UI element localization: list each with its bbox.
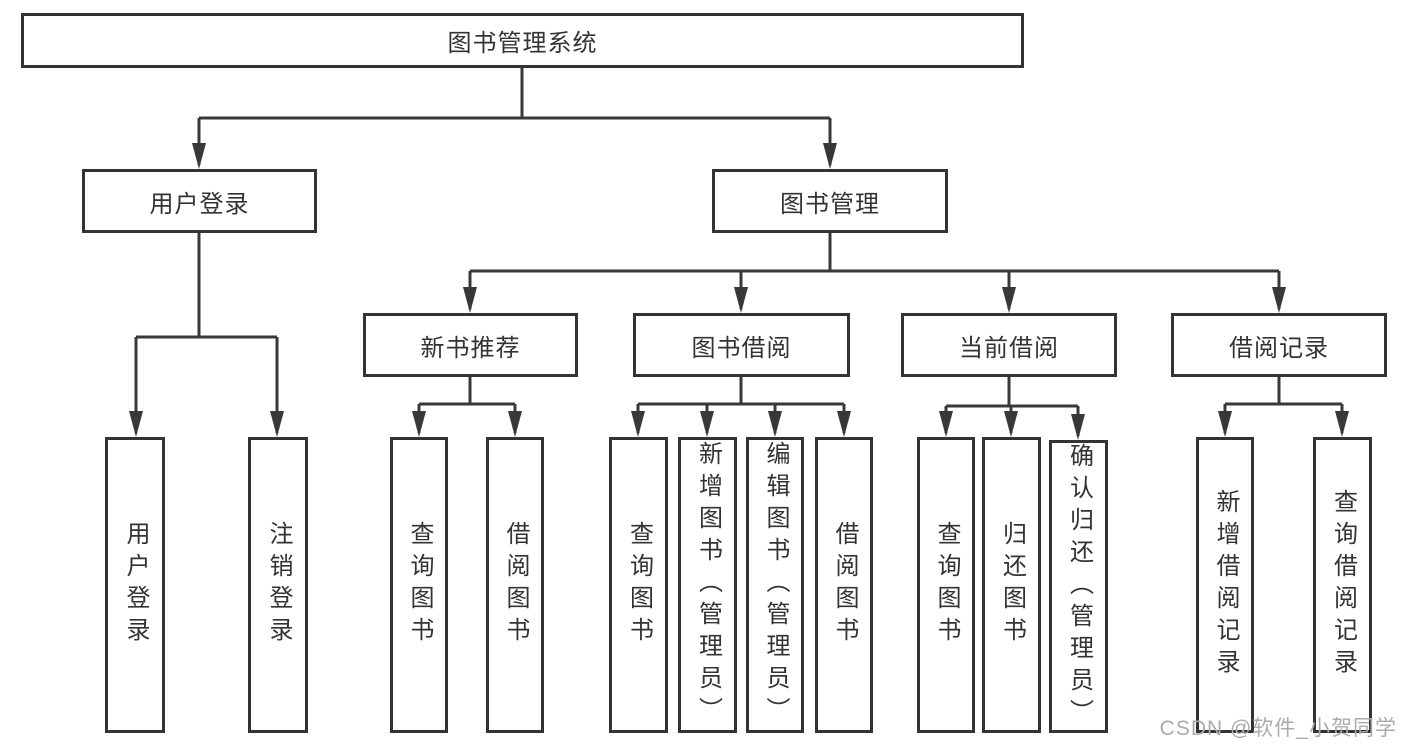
node-label: 图书管理 (780, 190, 880, 218)
connector-path (197, 68, 832, 165)
arrowhead-icon (1004, 411, 1018, 437)
node-leaf-borrow-book-a: 借阅图书 (486, 437, 544, 733)
connector-path (1223, 377, 1344, 433)
arrowhead-icon (837, 411, 851, 437)
node-label: 查询图书 (933, 521, 960, 649)
node-label: 确认归还（管理员） (1065, 443, 1093, 731)
connector-path (636, 377, 846, 433)
node-leaf-borrow-book-b: 借阅图书 (815, 437, 873, 733)
node-label: 借阅记录 (1229, 334, 1329, 362)
arrowhead-icon (734, 287, 748, 313)
node-current-borrow: 当前借阅 (901, 313, 1117, 377)
arrowhead-icon (463, 287, 477, 313)
node-leaf-logout: 注销登录 (248, 437, 308, 733)
watermark-text: CSDN @软件_小贺同学 (1159, 717, 1397, 740)
node-label: 查询借阅记录 (1329, 489, 1357, 681)
node-leaf-add-book: 新增图书（管理员） (678, 437, 737, 733)
node-book-borrow: 图书借阅 (633, 313, 850, 377)
node-leaf-user-login: 用户登录 (105, 437, 165, 733)
node-new-book-recommend: 新书推荐 (363, 313, 578, 377)
node-leaf-add-record: 新增借阅记录 (1196, 437, 1254, 733)
node-label: 借阅图书 (502, 521, 529, 649)
node-leaf-query-book-c: 查询图书 (917, 437, 975, 733)
arrowhead-icon (939, 411, 953, 437)
arrowhead-icon (631, 411, 645, 437)
node-user-login: 用户登录 (82, 169, 317, 233)
arrowhead-icon (1272, 287, 1286, 313)
node-leaf-confirm-return: 确认归还（管理员） (1049, 440, 1108, 733)
arrowhead-icon (412, 411, 426, 437)
node-label: 新书推荐 (420, 334, 521, 362)
node-root: 图书管理系统 (21, 13, 1024, 68)
node-label: 注销登录 (265, 521, 292, 649)
arrowhead-icon (129, 411, 143, 437)
arrowhead-icon (1218, 411, 1232, 437)
arrowhead-icon (768, 411, 782, 437)
node-leaf-query-book-a: 查询图书 (390, 437, 448, 733)
node-label: 编辑图书（管理员） (762, 441, 789, 729)
node-leaf-query-book-b: 查询图书 (609, 437, 668, 733)
node-label: 用户登录 (149, 190, 250, 218)
connector-path (134, 233, 279, 433)
arrowhead-icon (700, 411, 714, 437)
node-label: 归还图书 (998, 521, 1026, 649)
node-borrow-records: 借阅记录 (1171, 313, 1387, 377)
arrowhead-icon (823, 143, 837, 169)
node-label: 图书借阅 (691, 334, 792, 362)
node-label: 当前借阅 (959, 334, 1059, 362)
arrowhead-icon (1335, 411, 1349, 437)
node-label: 用户登录 (122, 521, 149, 649)
connector-path (417, 377, 517, 433)
arrowhead-icon (508, 411, 522, 437)
node-label: 图书管理系统 (447, 30, 598, 57)
node-label: 新增图书（管理员） (694, 441, 722, 729)
node-book-management: 图书管理 (712, 169, 948, 233)
node-label: 查询图书 (406, 521, 433, 649)
node-label: 查询图书 (625, 521, 653, 649)
arrowhead-icon (270, 411, 284, 437)
arrowhead-icon (1002, 287, 1016, 313)
arrowhead-icon (192, 143, 206, 169)
node-label: 新增借阅记录 (1212, 489, 1239, 681)
node-label: 借阅图书 (831, 521, 858, 649)
node-leaf-edit-book: 编辑图书（管理员） (746, 437, 804, 733)
node-leaf-query-record: 查询借阅记录 (1313, 437, 1372, 733)
node-leaf-return-book: 归还图书 (982, 437, 1041, 733)
connector-path (468, 233, 1281, 309)
arrowhead-icon (1071, 414, 1085, 440)
